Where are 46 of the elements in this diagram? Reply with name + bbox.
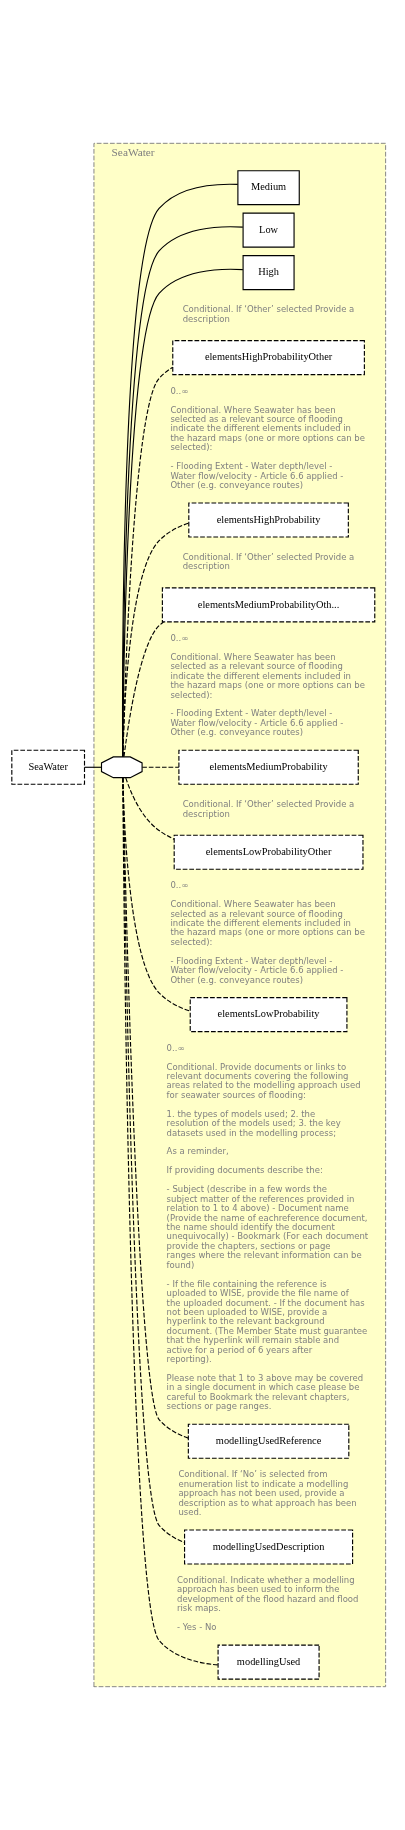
node-box: modellingUsed [217, 1644, 320, 1680]
node-label: As a reminder, [166, 1146, 229, 1157]
node-box: elementsMediumProbability [178, 749, 359, 785]
node-label: Conditional. Indicate whether a modelling approach has been used to inform the development of the flood hazard and flood risk maps. [177, 1575, 359, 1614]
node-label: Conditional. Where Seawater has been selected as a relevant source of flooding indicate the different elements included in the hazard maps (one or more options can be selected): [170, 404, 365, 453]
node-label: - Subject (describe in a few words the subject matter of the references provided in relation to 1 to 4 above) - Document name (Provide the name of eachreference document, the name should identify the document unequivocally) - Bookmark (For each document provide the chapters, sections or page ranges where the relevant information can be found) [166, 1184, 369, 1270]
node-label: Conditional. If ‘Other’ selected Provide a description [182, 551, 355, 572]
connector [125, 777, 175, 840]
node-label: Conditional. Where Seawater has been selected as a relevant source of flooding indicate the different elements included in the hazard maps (one or more options can be selected): [170, 899, 365, 947]
node-label: - If the file containing the reference is uploaded to WISE, provide the file name of the uploaded document. - If the document has not been uploaded to WISE, provide a hyperlink to the relevant background document. (The Member State must guarantee that the hyperlink will remain stable and active for a period of 6 years after reporting). [166, 1278, 368, 1365]
node-box: elementsHighProbability [188, 502, 349, 538]
node-label: 0..∞ [166, 1042, 185, 1053]
node-box: Low [242, 212, 295, 248]
node-label: - Flooding Extent - Water depth/level - Water flow/velocity - Article 6.6 applied - Other (e.g. conveyance routes) [170, 708, 344, 738]
node-label: - Yes - No [177, 1622, 217, 1633]
connector [141, 766, 180, 768]
connector [122, 366, 174, 758]
node-octagon [100, 756, 143, 779]
node-label: Conditional. Where Seawater has been selected as a relevant source of flooding indicate the different elements included in the hazard maps (one or more options can be selected): [170, 651, 365, 700]
node-box: elementsLowProbabilityOther [173, 834, 364, 870]
node-label: Conditional. Provide documents or links to relevant documents covering the following areas related to the modelling approach used for seawater sources of flooding: [166, 1061, 361, 1100]
node-label: If providing documents describe the: [166, 1165, 323, 1176]
node-label: Conditional. If ‘Other’ selected Provide a description [182, 799, 355, 819]
node-label: Conditional. If ‘No’ is selected from enumeration list to indicate a modelling approach has not been used, provide a description as to what approach has been used. [178, 1469, 357, 1518]
node-box: modellingUsedReference [187, 1423, 350, 1459]
connector [122, 777, 189, 1439]
node-label: 0..∞ [170, 632, 189, 643]
node-box: elementsHighProbabilityOther [172, 340, 365, 376]
connector [122, 777, 185, 1544]
connector [122, 777, 191, 1012]
node-label: 0..∞ [170, 385, 189, 396]
node-box: modellingUsedDescription [184, 1529, 354, 1565]
connector [123, 621, 164, 758]
node-box: SeaWater [11, 749, 86, 785]
node-label: Conditional. If ‘Other’ selected Provide a description [182, 304, 355, 324]
node-label: - Flooding Extent - Water depth/level - Water flow/velocity - Article 6.6 applied - Other (e.g. conveyance routes) [170, 461, 344, 491]
node-box: Medium [237, 170, 300, 206]
connector [122, 522, 190, 758]
node-box: elementsMediumProbabilityOth... [161, 587, 376, 623]
node-label: 1. the types of models used; 2. the resolution of the models used; 3. the key datasets used in the modelling process; [166, 1108, 341, 1138]
node-box: High [242, 255, 295, 291]
node-label: 0..∞ [170, 880, 189, 891]
node-box: elementsLowProbability [189, 997, 348, 1033]
node-label: - Flooding Extent - Water depth/level - Water flow/velocity - Article 6.6 applied - Other (e.g. conveyance routes) [170, 955, 344, 985]
connector [122, 777, 219, 1666]
node-label: Please note that 1 to 3 above may be covered in a single document in which case please be careful to Bookmark the relevant chapters, sections or page ranges. [166, 1373, 364, 1412]
